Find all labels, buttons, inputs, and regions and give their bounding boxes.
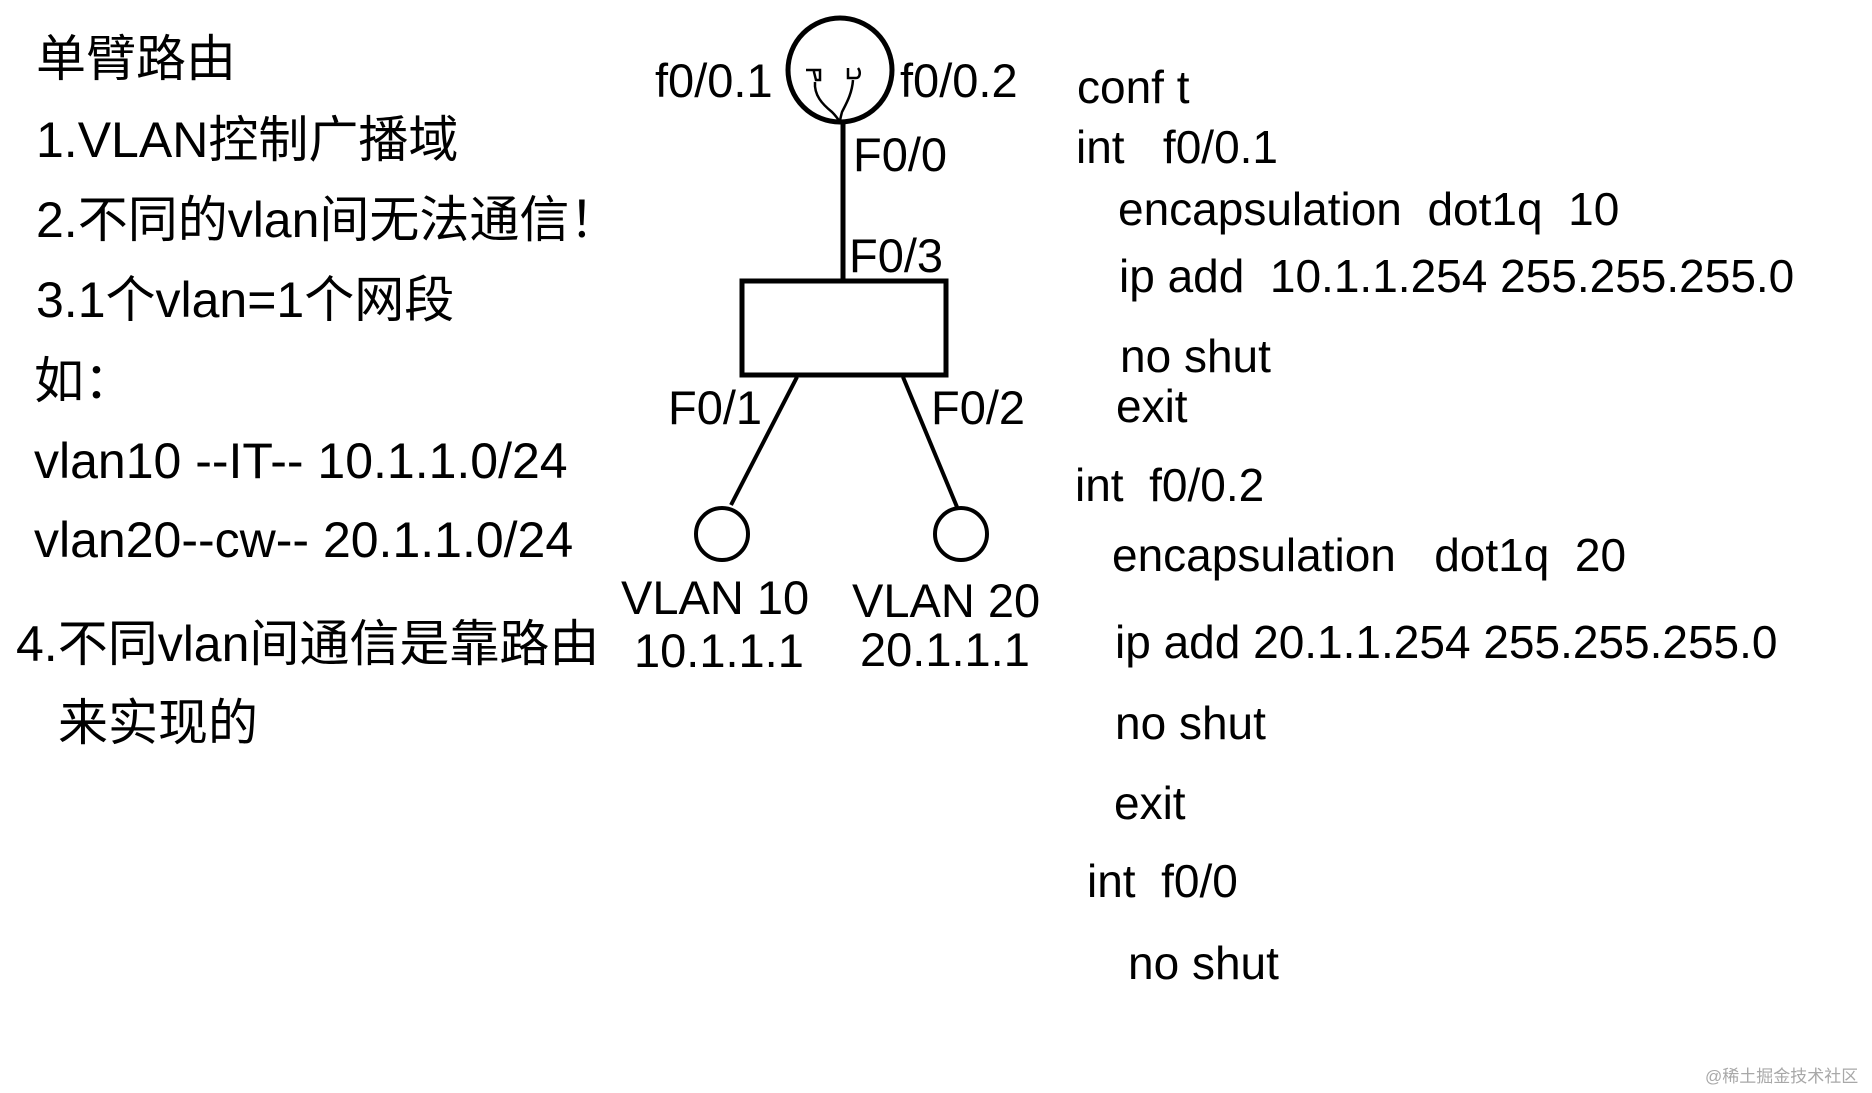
host-vlan10-icon <box>694 506 750 562</box>
cmd-conf-t: conf t <box>1077 61 1190 113</box>
cmd-exit-2: exit <box>1114 777 1186 829</box>
cmd-no-shut-1: no shut <box>1120 330 1271 382</box>
router-subif-left-label: f0/0.1 <box>655 54 773 107</box>
switch-port-right-label: F0/2 <box>931 381 1026 434</box>
note-example-label: 如： <box>34 353 134 409</box>
cmd-ip-add-10: ip add 10.1.1.254 255.255.255.0 <box>1119 250 1795 302</box>
cmd-no-shut-2: no shut <box>1115 697 1266 749</box>
note-point-3: 3.1个vlan=1个网段 <box>36 272 455 328</box>
note-point-1: 1.VLAN控制广播域 <box>36 112 459 168</box>
host-vlan20-ip: 20.1.1.1 <box>860 623 1030 676</box>
note-vlan10-subnet: vlan10 --IT-- 10.1.1.0/24 <box>34 433 568 489</box>
notes-title: 单臂路由 <box>36 31 236 87</box>
host-vlan10-ip: 10.1.1.1 <box>634 624 804 677</box>
cmd-no-shut-3: no shut <box>1128 937 1279 989</box>
host-vlan10-label: VLAN 10 <box>621 571 810 624</box>
router-icon <box>785 15 895 125</box>
access-link-vlan10 <box>729 376 799 506</box>
note-point-4-cont: 来实现的 <box>58 695 258 751</box>
router-subif-right-label: f0/0.2 <box>900 54 1018 107</box>
switch-uplink-port-label: F0/3 <box>849 229 944 282</box>
note-point-4: 4.不同vlan间通信是靠路由 <box>16 616 600 672</box>
cmd-exit-1: exit <box>1116 380 1188 432</box>
switch-icon <box>739 278 949 378</box>
host-vlan20-icon <box>933 506 989 562</box>
host-vlan20-label: VLAN 20 <box>852 574 1041 627</box>
router-port-label: F0/0 <box>853 128 948 181</box>
switch-port-left-label: F0/1 <box>668 381 763 434</box>
cmd-int-f0-0: int f0/0 <box>1087 855 1238 907</box>
cmd-int-f0-0-2: int f0/0.2 <box>1075 459 1265 511</box>
access-link-vlan20 <box>901 376 959 508</box>
note-point-2: 2.不同的vlan间无法通信！ <box>36 192 620 248</box>
note-vlan20-subnet: vlan20--cw-- 20.1.1.0/24 <box>34 512 574 568</box>
cmd-ip-add-20: ip add 20.1.1.254 255.255.255.0 <box>1115 616 1778 668</box>
cmd-int-f0-0-1: int f0/0.1 <box>1076 121 1279 173</box>
cmd-encapsulation-20: encapsulation dot1q 20 <box>1112 529 1627 581</box>
watermark: @稀土掘金技术社区 <box>1705 1067 1859 1086</box>
cmd-encapsulation-10: encapsulation dot1q 10 <box>1118 183 1620 235</box>
